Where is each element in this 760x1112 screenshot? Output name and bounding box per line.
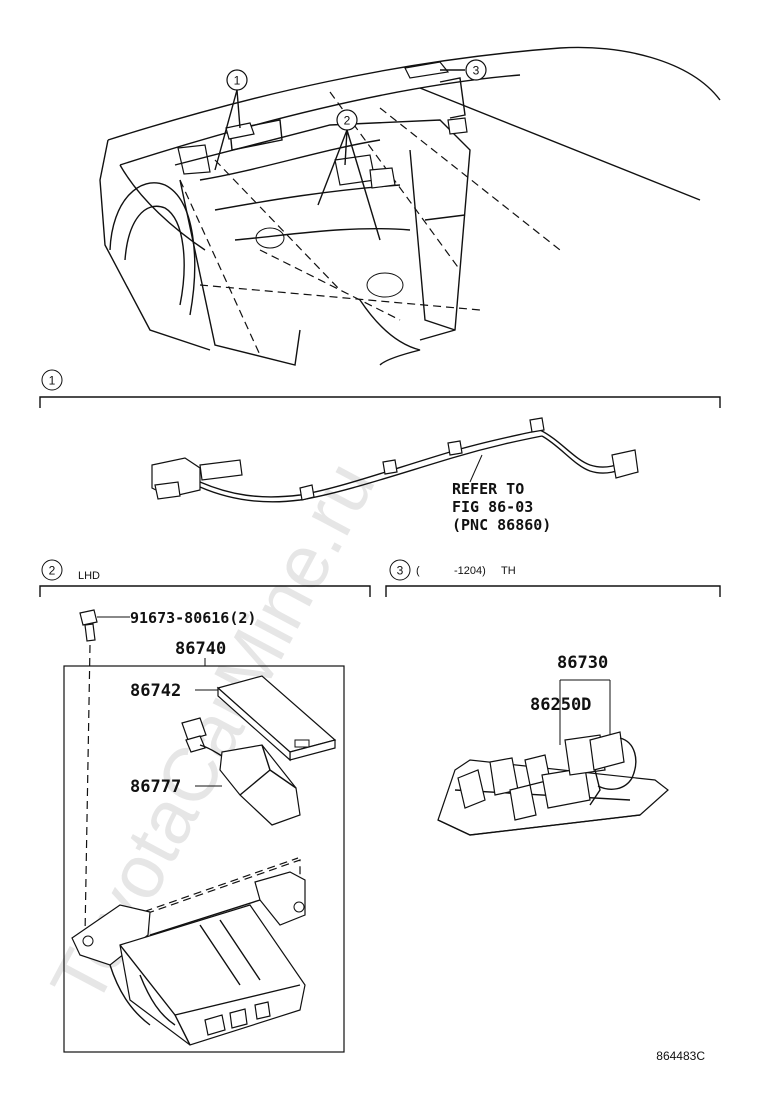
figure-code: 864483C xyxy=(656,1049,705,1063)
section-3-paren: ( xyxy=(416,565,420,577)
section-1-header: 1 xyxy=(39,369,721,408)
bolt-part-number: 91673-80616(2) xyxy=(130,609,256,627)
refer-note: REFER TO FIG 86-03 (PNC 86860) xyxy=(452,480,551,534)
connector-part-number: 86777 xyxy=(130,777,181,797)
callout-3-marker: 3 xyxy=(440,59,487,81)
assembly-part-number: 86740 xyxy=(175,639,226,659)
wire-harness-illustration xyxy=(151,417,639,503)
callout-3-number: 3 xyxy=(473,64,480,78)
bolt-part: 91673-80616(2) xyxy=(79,609,256,936)
section-3-header: 3 ( -1204) TH xyxy=(385,559,721,597)
refer-line-2: FIG 86-03 xyxy=(452,498,533,516)
section-2-number: 2 xyxy=(49,564,56,578)
callout-2-number: 2 xyxy=(344,114,351,128)
section-3-title: TH xyxy=(501,565,516,577)
section-2-header: 2 LHD xyxy=(39,559,371,597)
overhead-leaders xyxy=(559,679,611,745)
section-3-number: 3 xyxy=(397,564,404,578)
callout-1-marker: 1 xyxy=(214,69,248,171)
callout-1-number: 1 xyxy=(234,74,241,88)
cover-part: 86742 xyxy=(130,675,337,762)
refer-line-1: REFER TO xyxy=(452,480,524,498)
vehicle-overview-illustration xyxy=(99,46,721,366)
refer-line-3: (PNC 86860) xyxy=(452,516,551,534)
section-3-range: -1204) xyxy=(454,565,486,577)
cover-part-number: 86742 xyxy=(130,681,181,701)
overhead-console-part xyxy=(437,731,669,836)
connector-part: 86777 xyxy=(130,717,301,826)
section-2-title: LHD xyxy=(78,570,100,582)
callout-2-marker: 2 xyxy=(317,109,381,241)
overhead-part-number: 86730 xyxy=(557,653,608,673)
control-module-part xyxy=(71,871,306,1046)
assembly-group-box xyxy=(63,665,345,1053)
section-1-number: 1 xyxy=(49,374,56,388)
overhead-sub-part-number: 86250D xyxy=(530,695,591,715)
